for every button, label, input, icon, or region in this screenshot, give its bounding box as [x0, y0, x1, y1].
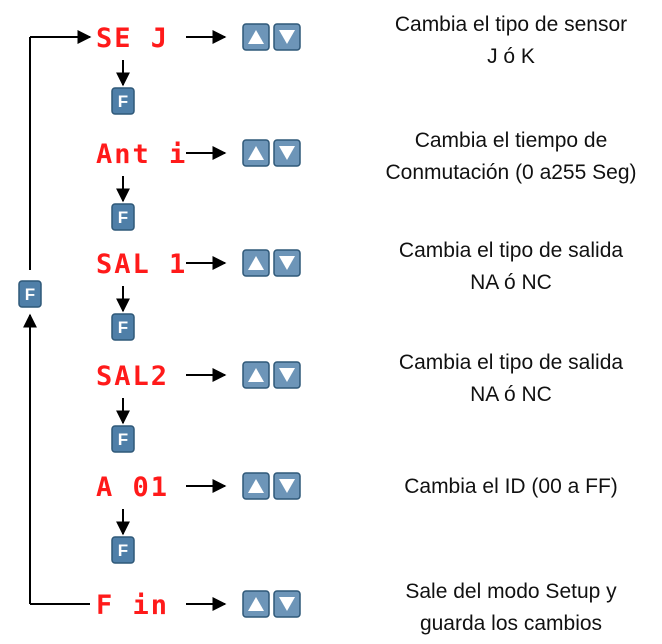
up-key-button[interactable] [242, 139, 270, 167]
down-key-button[interactable] [273, 361, 301, 389]
f-key-button-loop[interactable]: F [18, 280, 42, 308]
f-key-icon [18, 280, 42, 308]
up-key-button[interactable] [242, 361, 270, 389]
display-readout: Ant i [96, 139, 187, 170]
up-key-button[interactable] [242, 472, 270, 500]
up-key-button[interactable] [242, 590, 270, 618]
f-key-button[interactable]: F [111, 313, 135, 341]
step-description: Cambia el tipo de sensor [395, 13, 627, 36]
display-readout: F in [96, 590, 169, 621]
down-key-button[interactable] [273, 472, 301, 500]
triangle-down-icon [279, 30, 295, 44]
down-key-button[interactable] [273, 590, 301, 618]
step-description: NA ó NC [470, 271, 552, 294]
arrow-keys-6 [242, 590, 301, 618]
step-description: Cambia el tipo de salida [399, 239, 623, 262]
step-description: guarda los cambios [420, 612, 602, 635]
down-key-button[interactable] [273, 139, 301, 167]
triangle-up-icon [248, 256, 264, 270]
f-key-icon [111, 313, 135, 341]
f-key-label: F [118, 208, 128, 227]
step-description: Sale del modo Setup y [405, 580, 617, 603]
arrow-keys-3 [242, 249, 301, 277]
step-description: NA ó NC [470, 383, 552, 406]
f-key-icon [111, 536, 135, 564]
triangle-down-icon [279, 256, 295, 270]
up-key-button[interactable] [242, 249, 270, 277]
triangle-up-icon [248, 146, 264, 160]
display-readout: A 01 [96, 472, 169, 503]
triangle-up-icon [248, 30, 264, 44]
down-key-button[interactable] [273, 23, 301, 51]
display-readout: SAL2 [96, 361, 169, 392]
step-description: Cambia el tiempo de [415, 129, 608, 152]
arrow-keys-2 [242, 139, 301, 167]
f-key-label: F [25, 285, 35, 304]
f-key-button[interactable]: F [111, 536, 135, 564]
f-key-label: F [118, 430, 128, 449]
display-readout: SAL 1 [96, 249, 187, 280]
display-readout: SE J [96, 23, 169, 54]
step-description: J ó K [487, 45, 535, 68]
f-key-icon [111, 87, 135, 115]
up-key-button[interactable] [242, 23, 270, 51]
triangle-up-icon [248, 597, 264, 611]
triangle-down-icon [279, 479, 295, 493]
f-key-label: F [118, 92, 128, 111]
f-key-label: F [118, 541, 128, 560]
triangle-up-icon [248, 368, 264, 382]
arrow-keys-4 [242, 361, 301, 389]
triangle-down-icon [279, 368, 295, 382]
triangle-down-icon [279, 146, 295, 160]
step-description: Cambia el tipo de salida [399, 351, 623, 374]
arrow-keys-5 [242, 472, 301, 500]
f-key-icon [111, 425, 135, 453]
f-key-label: F [118, 318, 128, 337]
step-description: Cambia el ID (00 a FF) [404, 475, 618, 498]
triangle-down-icon [279, 597, 295, 611]
triangle-up-icon [248, 479, 264, 493]
down-key-button[interactable] [273, 249, 301, 277]
f-key-button[interactable]: F [111, 87, 135, 115]
arrow-keys-1 [242, 23, 301, 51]
f-key-button[interactable]: F [111, 203, 135, 231]
f-key-button[interactable]: F [111, 425, 135, 453]
step-description: Conmutación (0 a255 Seg) [386, 161, 637, 184]
f-key-icon [111, 203, 135, 231]
